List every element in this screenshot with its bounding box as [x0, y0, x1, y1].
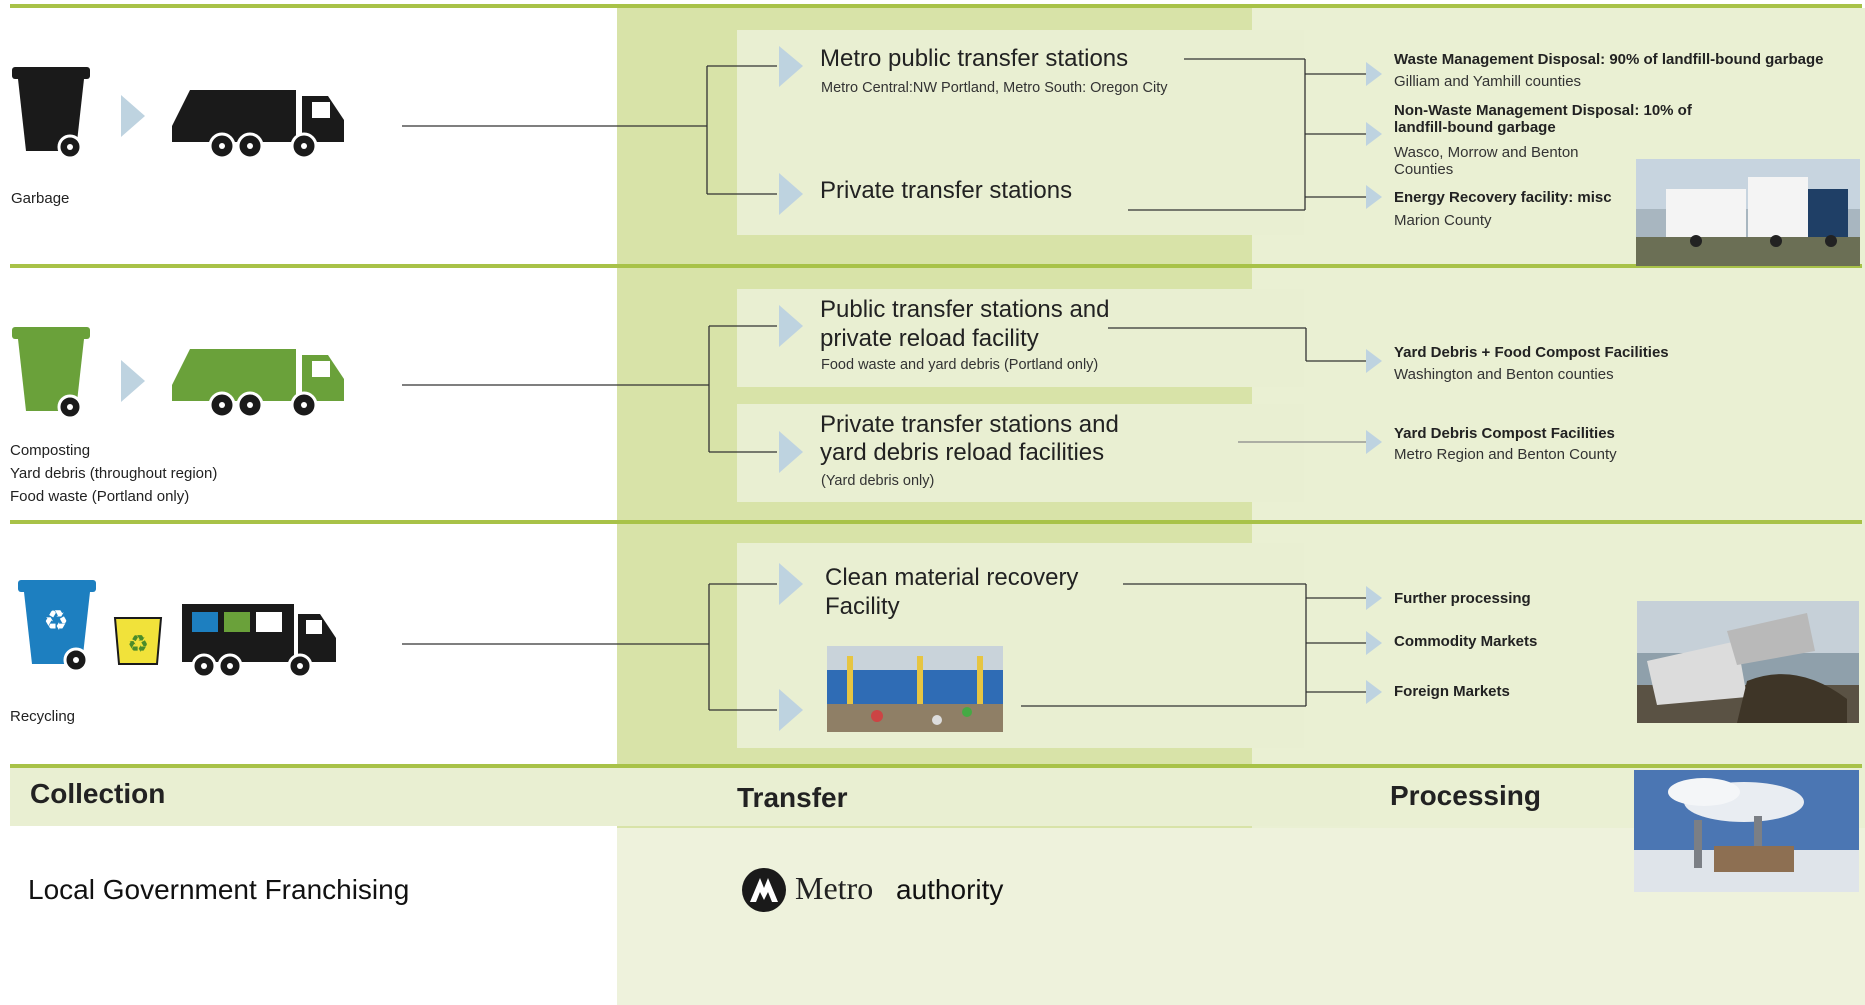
svg-text:♻: ♻ [43, 604, 68, 637]
proc-commodity-markets: Commodity Markets [1394, 633, 1538, 650]
clean-mrf-title-2: Facility [825, 593, 900, 620]
arrow-icon [779, 173, 803, 215]
proc-energy-recovery: Energy Recovery facility: misc [1394, 189, 1612, 206]
transfer-header: Transfer [737, 782, 848, 813]
private-transfer-title: Private transfer stations [820, 177, 1073, 204]
metro-public-transfer-sub: Metro Central:NW Portland, Metro South: … [821, 80, 1168, 96]
garbage-truck-icon [172, 90, 344, 160]
arrow-icon [1366, 586, 1382, 610]
proc-yard-food-compost-counties: Washington and Benton counties [1394, 366, 1614, 383]
clean-mrf-title-1: Clean material recovery [825, 564, 1079, 591]
proc-yard-food-compost: Yard Debris + Food Compost Facilities [1394, 344, 1669, 361]
metro-logo-text: Metro [795, 870, 874, 906]
compost-cart-icon [12, 327, 90, 420]
proc-yard-compost: Yard Debris Compost Facilities [1394, 425, 1615, 442]
footer-header-strip [10, 768, 1360, 826]
arrow-icon [779, 563, 803, 605]
semi-truck-photo [1636, 159, 1860, 266]
composting-yard-debris-label: Yard debris (throughout region) [10, 465, 218, 482]
arrow-icon [1366, 631, 1382, 655]
metro-logo-icon [742, 868, 786, 912]
proc-non-wm-disposal: Non-Waste Management Disposal: 10% of la… [1394, 102, 1692, 136]
proc-wm-disposal: Waste Management Disposal: 90% of landfi… [1394, 51, 1824, 68]
proc-further-processing: Further processing [1394, 590, 1531, 607]
compost-public-transfer-title-2: private reload facility [820, 325, 1039, 352]
compost-private-transfer-box [737, 404, 1304, 502]
garbage-transfer-box [737, 30, 1304, 235]
proc-non-wm-disposal-counties: Wasco, Morrow and Benton Counties [1394, 144, 1579, 178]
compost-truck-icon [172, 349, 344, 419]
arrow-icon [1366, 122, 1382, 146]
arrow-icon [1366, 185, 1382, 209]
recycling-footer-divider [10, 764, 1862, 768]
recycling-bin-icon: ♻ [113, 617, 163, 665]
compost-public-transfer-box [737, 289, 1304, 387]
dump-truck-photo [1637, 601, 1859, 723]
arrow-icon [779, 431, 803, 473]
top-divider [10, 4, 1862, 8]
composting-label: Composting [10, 442, 91, 459]
arrow-icon [779, 689, 803, 731]
arrow-icon [1366, 680, 1382, 704]
garbage-cart-icon [12, 67, 90, 160]
arrow-icon [779, 305, 803, 347]
compost-private-transfer-sub: (Yard debris only) [821, 473, 935, 489]
metro-authority-label: authority [896, 874, 1004, 905]
arrow-icon [1366, 62, 1382, 86]
processing-header: Processing [1390, 780, 1541, 811]
compost-private-transfer-title-2: yard debris reload facilities [820, 439, 1105, 466]
energy-plant-photo [1634, 770, 1859, 892]
arrow-icon [121, 360, 145, 402]
garbage-compost-divider [10, 264, 1862, 268]
proc-yard-compost-region: Metro Region and Benton County [1394, 446, 1617, 463]
compost-private-transfer-title-1: Private transfer stations and [820, 411, 1119, 438]
proc-foreign-markets: Foreign Markets [1394, 683, 1510, 700]
local-government-franchising: Local Government Franchising [28, 874, 410, 905]
arrow-icon [1366, 349, 1382, 373]
compost-public-transfer-title-1: Public transfer stations and [820, 296, 1110, 323]
recovery-facility-photo [827, 646, 1003, 732]
proc-energy-recovery-county: Marion County [1394, 212, 1492, 229]
arrow-icon [121, 95, 145, 137]
compost-recycling-divider [10, 520, 1862, 524]
proc-wm-disposal-counties: Gilliam and Yamhill counties [1394, 73, 1582, 90]
arrow-icon [1366, 430, 1382, 454]
compost-public-transfer-sub: Food waste and yard debris (Portland onl… [821, 357, 1099, 373]
svg-text:♻: ♻ [127, 630, 149, 658]
garbage-label: Garbage [11, 190, 70, 207]
recycling-truck-icon [182, 604, 336, 679]
metro-public-transfer-title: Metro public transfer stations [820, 45, 1129, 72]
collection-header: Collection [30, 778, 166, 809]
recycling-label: Recycling [10, 708, 76, 725]
arrow-icon [779, 46, 803, 87]
composting-food-waste-label: Food waste (Portland only) [10, 488, 190, 505]
recycling-cart-icon: ♻ [18, 580, 96, 673]
